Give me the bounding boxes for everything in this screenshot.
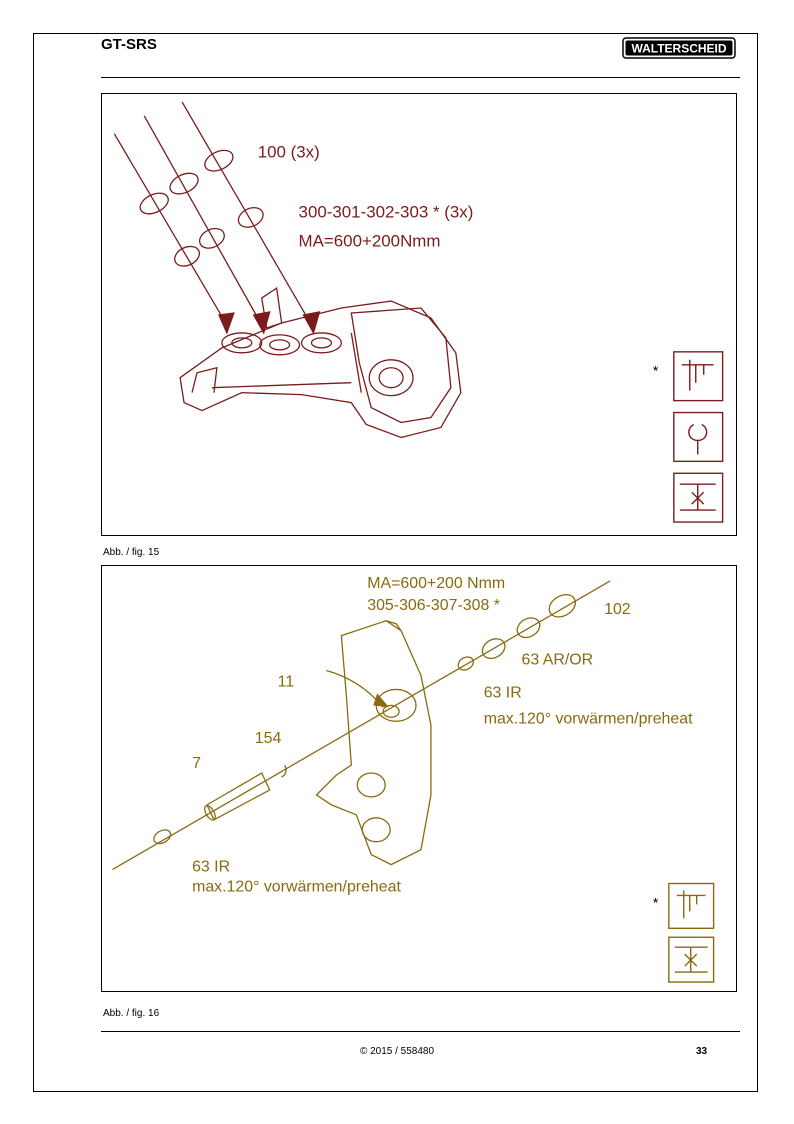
document-title: GT-SRS bbox=[101, 36, 157, 53]
figure-16-caption: Abb. / fig. 16 bbox=[103, 1008, 160, 1019]
svg-text:300-301-302-303 * (3x): 300-301-302-303 * (3x) bbox=[299, 202, 474, 221]
ring-102 bbox=[548, 594, 577, 618]
arrow-head bbox=[217, 312, 235, 335]
housing-flange bbox=[191, 366, 218, 393]
page-number: 33 bbox=[696, 1046, 708, 1057]
arrow-line bbox=[113, 133, 228, 326]
o-ring bbox=[139, 192, 169, 215]
footer-rule bbox=[101, 1031, 740, 1032]
o-ring bbox=[204, 149, 234, 172]
bearing-seat bbox=[221, 332, 263, 354]
svg-text:max.120° vorwärmen/preheat: max.120° vorwärmen/preheat bbox=[484, 710, 693, 727]
housing-side bbox=[350, 307, 452, 424]
arrow-head bbox=[302, 311, 321, 335]
lower-bore bbox=[356, 772, 386, 798]
ring-63-ar bbox=[516, 617, 541, 639]
arrow-head bbox=[252, 311, 271, 335]
gear-hub bbox=[382, 704, 400, 718]
seal-ring bbox=[457, 656, 474, 671]
housing-edge bbox=[211, 382, 352, 389]
lower-bore bbox=[361, 817, 391, 843]
bearing-ring bbox=[481, 638, 506, 660]
svg-text:MA=600+200Nmm: MA=600+200Nmm bbox=[299, 231, 441, 250]
bearing-bore bbox=[310, 337, 333, 349]
mounting-bracket bbox=[261, 287, 283, 329]
gearbox-housing bbox=[179, 300, 462, 439]
wrench-icon bbox=[673, 411, 724, 463]
figure-16: MA=600+200 Nmm 305-306-307-308 * 102 63 … bbox=[101, 565, 737, 992]
housing-top bbox=[385, 620, 402, 632]
caliper-icon bbox=[668, 882, 715, 929]
svg-text:305-306-307-308 *: 305-306-307-308 * bbox=[367, 597, 500, 614]
o-ring bbox=[237, 207, 264, 228]
shaft-end bbox=[204, 805, 216, 821]
svg-text:WALTERSCHEID: WALTERSCHEID bbox=[631, 42, 726, 56]
arrow-line bbox=[181, 101, 313, 326]
svg-text:7: 7 bbox=[192, 755, 201, 772]
side-bore bbox=[368, 359, 414, 397]
figure-15-drawing: 100 (3x) 300-301-302-303 * (3x) MA=600+2… bbox=[113, 101, 724, 523]
side-bore-inner bbox=[378, 367, 404, 389]
bearing-seat bbox=[300, 332, 342, 354]
page-frame bbox=[33, 33, 758, 1092]
header-rule bbox=[101, 77, 740, 78]
svg-text:MA=600+200 Nmm: MA=600+200 Nmm bbox=[367, 575, 505, 592]
svg-text:max.120° vorwärmen/preheat: max.120° vorwärmen/preheat bbox=[192, 878, 401, 895]
o-ring bbox=[169, 172, 199, 195]
svg-text:*: * bbox=[653, 363, 659, 379]
o-ring bbox=[174, 245, 201, 267]
ring-63-ir bbox=[153, 829, 172, 845]
press-icon bbox=[673, 472, 724, 523]
caliper-icon bbox=[673, 351, 724, 402]
svg-text:100 (3x): 100 (3x) bbox=[258, 143, 320, 162]
arrow-line bbox=[143, 115, 263, 326]
gearbox-housing bbox=[315, 620, 432, 866]
svg-text:63 IR: 63 IR bbox=[192, 859, 230, 876]
figure-15-caption: Abb. / fig. 15 bbox=[103, 547, 160, 558]
svg-text:63 AR/OR: 63 AR/OR bbox=[522, 652, 594, 669]
assembly-axis bbox=[112, 580, 611, 871]
figure-16-drawing: MA=600+200 Nmm 305-306-307-308 * 102 63 … bbox=[112, 575, 715, 983]
svg-text:11: 11 bbox=[278, 673, 295, 690]
o-ring bbox=[198, 227, 225, 249]
svg-text:63 IR: 63 IR bbox=[484, 684, 522, 701]
svg-text:154: 154 bbox=[255, 730, 282, 747]
svg-text:*: * bbox=[653, 894, 659, 910]
bearing-seat bbox=[259, 334, 301, 356]
arrow-head bbox=[373, 693, 390, 708]
circlip-154 bbox=[281, 764, 287, 778]
housing-edge bbox=[350, 332, 362, 393]
shaft-7 bbox=[206, 772, 271, 821]
footer-copyright: © 2015 / 558480 bbox=[359, 1046, 435, 1057]
bearing-bore bbox=[269, 339, 291, 351]
bearing-bore bbox=[231, 337, 253, 349]
svg-text:102: 102 bbox=[604, 601, 631, 618]
walterscheid-logo: WALTERSCHEID bbox=[622, 37, 736, 59]
press-icon bbox=[668, 936, 715, 983]
figure-15: 100 (3x) 300-301-302-303 * (3x) MA=600+2… bbox=[101, 93, 737, 536]
